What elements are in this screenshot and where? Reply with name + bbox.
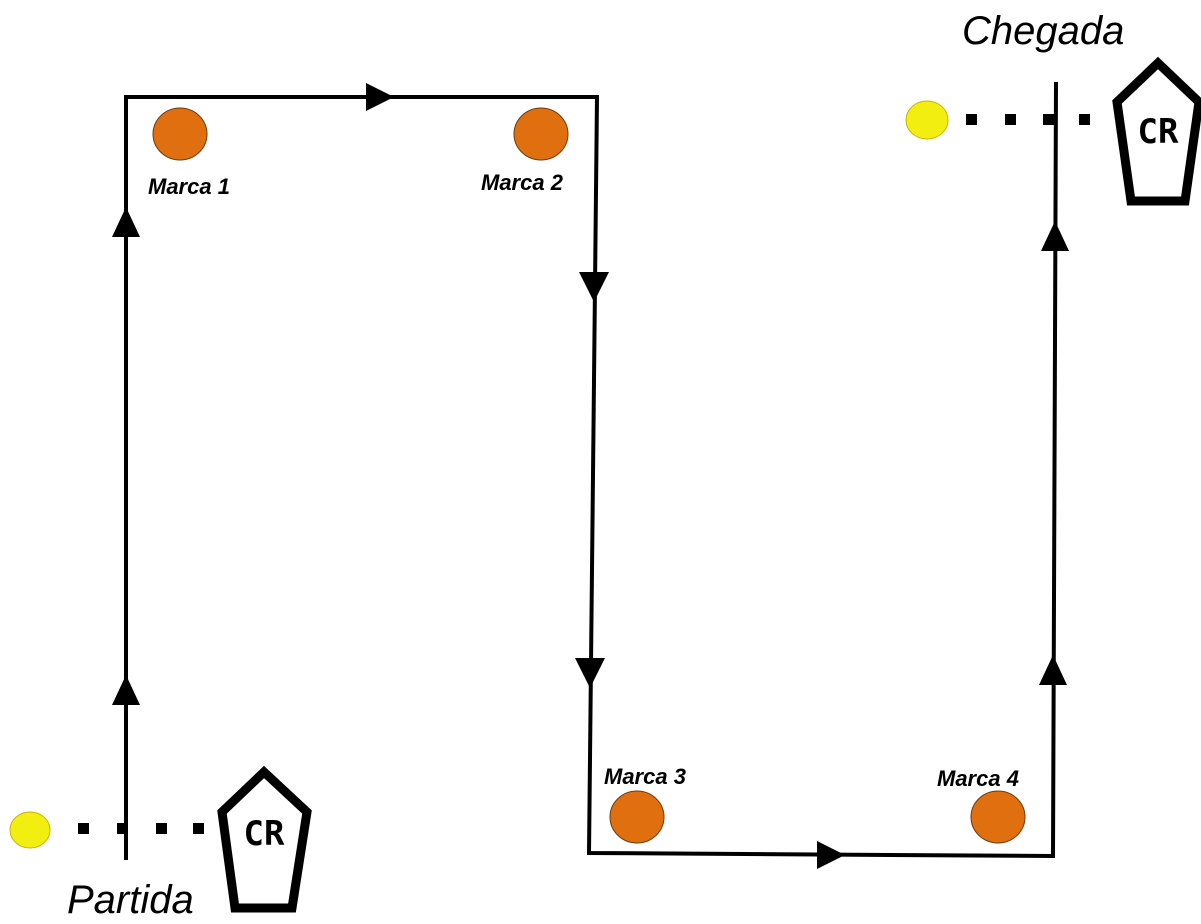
marker-1-label: Marca 1 (148, 174, 230, 199)
marker-3-dot (609, 790, 665, 844)
arrow-up-icon (1041, 221, 1069, 251)
marker-1-dot (152, 107, 208, 161)
arrow-right-icon (366, 83, 394, 111)
marker-4-dot (970, 790, 1026, 844)
arrow-down-icon (579, 272, 609, 302)
marker-2-dot (513, 107, 569, 161)
finish-line-dot (905, 100, 949, 140)
start-label: Partida (67, 878, 194, 922)
course-path (124, 81, 1058, 860)
start-cr-badge: CR (217, 765, 312, 913)
start-line-dashes (78, 823, 204, 834)
arrow-right-icon (817, 841, 845, 869)
arrow-up-icon (112, 207, 140, 237)
marker-3-label: Marca 3 (604, 764, 686, 789)
finish-label: Chegada (962, 9, 1124, 53)
marker-4-label: Marca 4 (937, 766, 1019, 791)
finish-cr-badge: CR (1112, 56, 1201, 206)
start-line-dot (9, 811, 51, 849)
arrow-up-icon (1039, 655, 1067, 685)
marker-2-label: Marca 2 (481, 170, 564, 195)
finish-cr-label: CR (1138, 112, 1179, 152)
arrow-up-icon (112, 675, 140, 705)
arrow-down-icon (575, 658, 605, 688)
finish-line-dashes (966, 114, 1090, 125)
start-cr-label: CR (244, 814, 285, 854)
